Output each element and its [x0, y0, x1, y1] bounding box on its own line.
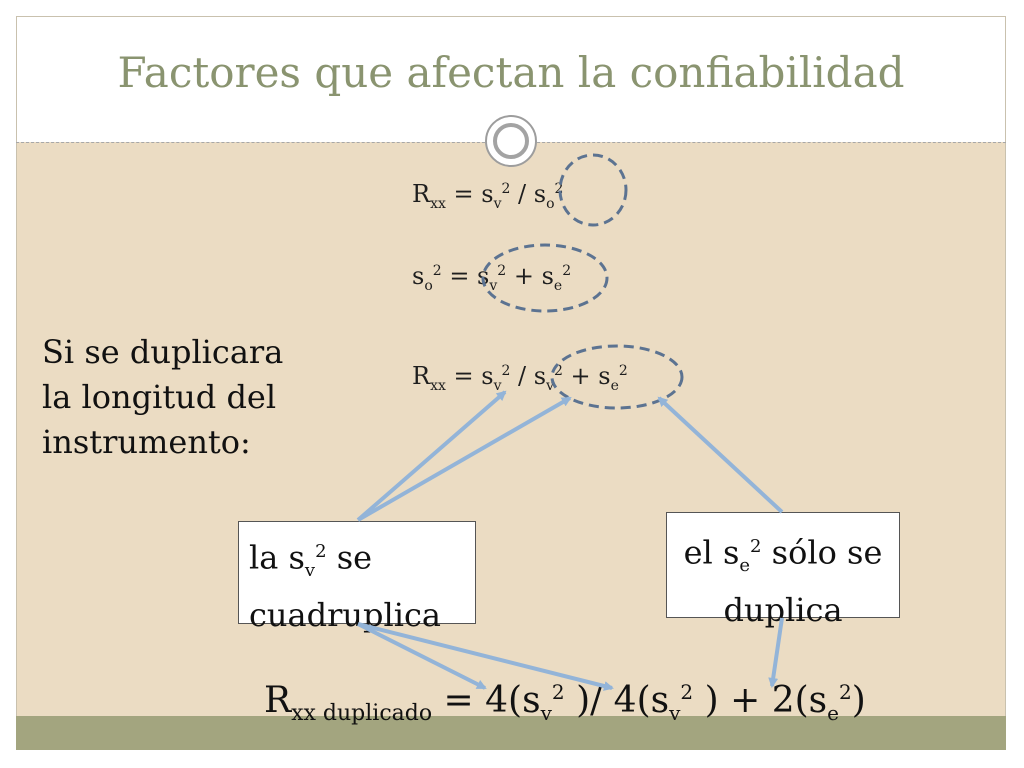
arrow-to-numerator: [356, 390, 507, 522]
arrow-to-first-factor: [357, 622, 487, 690]
formula-observed-variance: so2 = sv2 + se2: [412, 262, 572, 294]
side-note: Si se duplicara la longitud del instrume…: [42, 333, 284, 461]
ellipse-variance-sum: [481, 243, 609, 313]
arrow-to-error-factor: [768, 617, 784, 688]
formula-reliability: Rxx = sv2 / so2: [412, 180, 564, 212]
ellipse-observed-variance: [558, 153, 628, 227]
footer-band: [16, 716, 1006, 750]
arrow-to-error-term: [657, 396, 784, 514]
formula-reliability-expanded: Rxx = sv2 / sv2 + se2: [412, 362, 628, 394]
slide-title: Factores que afectan la confiabilidad: [117, 48, 905, 97]
true-variance-box: la sv2 se cuadruplica: [238, 521, 476, 634]
formula-doubled-reliability: Rxx duplicado = 4(sv2 )/ 4(sv2 ) + 2(se2…: [264, 680, 866, 727]
arrow-to-second-factor: [357, 622, 614, 691]
arrow-to-denominator-variance: [357, 396, 572, 522]
error-variance-box: el se2 sólo se duplica: [666, 512, 900, 629]
ellipse-denominator: [550, 344, 684, 410]
circle-ornament-icon: [485, 115, 537, 167]
